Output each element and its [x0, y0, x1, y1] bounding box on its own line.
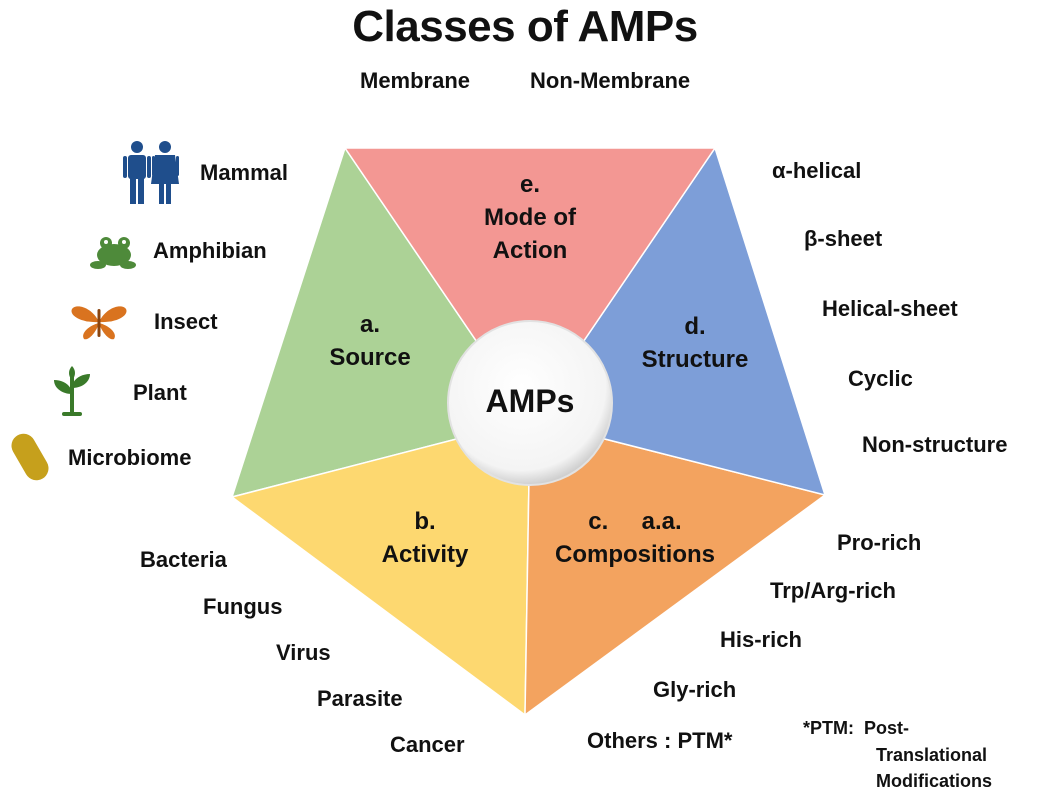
- footnote-line-2: Translational: [876, 745, 988, 765]
- compositions-name: Compositions: [555, 541, 715, 568]
- mode-line2: Action: [492, 237, 568, 264]
- source-letter: a.: [359, 311, 380, 338]
- segment-label-source: a. Source: [300, 308, 440, 374]
- activity-item-bacteria: Bacteria: [140, 547, 227, 572]
- source-item-mammal: Mammal: [200, 160, 289, 185]
- source-item-microbiome: Microbiome: [68, 445, 192, 470]
- segment-label-structure: d. Structure: [625, 310, 765, 376]
- mode-item-non-membrane: Non-Membrane: [530, 68, 691, 93]
- composition-item-pro-rich: Pro-rich: [837, 530, 922, 555]
- activity-item-virus: Virus: [276, 640, 331, 665]
- composition-item-others-ptm: Others : PTM*: [587, 728, 733, 753]
- segment-mode-of-action: [343, 147, 717, 422]
- activity-item-cancer: Cancer: [390, 732, 465, 757]
- plant-icon: [54, 366, 90, 416]
- page-title: Classes of AMPs: [352, 2, 698, 51]
- mode-letter: e.: [519, 171, 540, 198]
- source-item-insect: Insect: [154, 309, 218, 334]
- mode-item-membrane: Membrane: [360, 68, 471, 93]
- structure-letter: d.: [684, 313, 706, 340]
- activity-item-parasite: Parasite: [317, 686, 403, 711]
- source-item-amphibian: Amphibian: [153, 238, 267, 263]
- structure-item-alpha-helical: α-helical: [772, 158, 862, 183]
- structure-item-cyclic: Cyclic: [848, 366, 913, 391]
- compositions-letter: c. a.a.: [588, 508, 682, 535]
- mode-line1: Mode of: [484, 204, 576, 231]
- segment-label-compositions: c. a.a. Compositions: [535, 505, 735, 571]
- people-icon: [123, 141, 179, 204]
- butterfly-icon: [71, 306, 127, 340]
- composition-item-gly-rich: Gly-rich: [653, 677, 737, 702]
- footnote-line-1: *PTM: Post-: [803, 718, 909, 738]
- activity-letter: b.: [414, 508, 436, 535]
- source-item-plant: Plant: [133, 380, 187, 405]
- structure-item-beta-sheet: β-sheet: [804, 226, 883, 251]
- center-circle: [447, 320, 613, 486]
- activity-name: Activity: [381, 541, 469, 568]
- footnote-line-3: Modifications: [876, 771, 992, 791]
- activity-item-fungus: Fungus: [203, 594, 283, 619]
- source-name: Source: [329, 344, 411, 371]
- segment-label-activity: b. Activity: [355, 505, 495, 571]
- structure-item-helical-sheet: Helical-sheet: [822, 296, 958, 321]
- center-label: AMPs: [485, 383, 575, 419]
- structure-name: Structure: [641, 346, 749, 373]
- structure-item-non-structure: Non-structure: [862, 432, 1008, 457]
- composition-item-trp-arg-rich: Trp/Arg-rich: [770, 578, 896, 603]
- segment-label-mode: e. Mode of Action: [430, 168, 630, 267]
- capsule-icon: [11, 433, 49, 481]
- composition-item-his-rich: His-rich: [720, 627, 802, 652]
- frog-icon: [90, 237, 136, 269]
